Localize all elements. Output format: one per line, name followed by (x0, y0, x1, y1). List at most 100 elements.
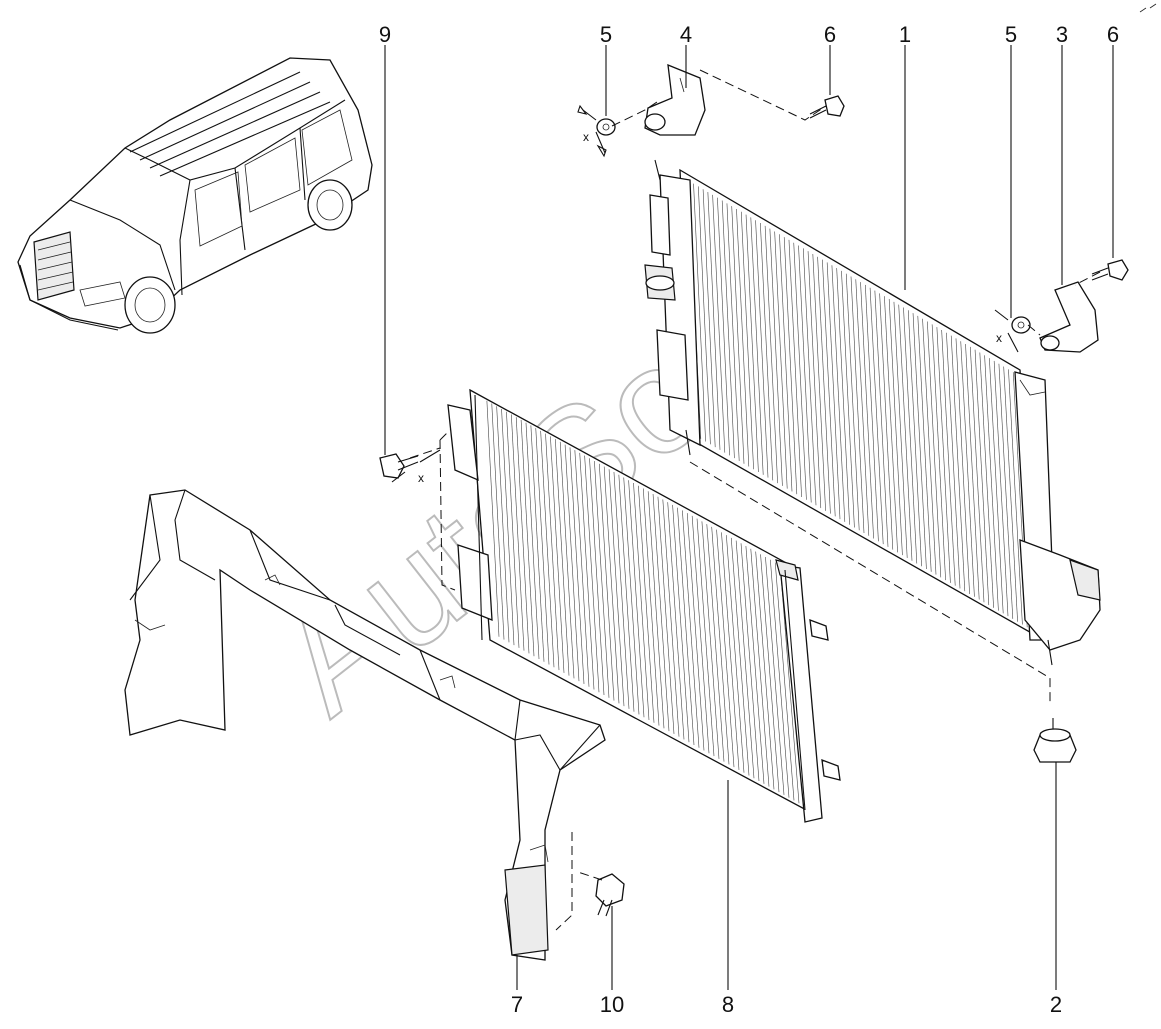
upper-bracket-right (1039, 281, 1099, 353)
fin-line (530, 425, 545, 662)
fin-line (760, 223, 774, 481)
fin-line (770, 559, 790, 798)
fin-line (652, 493, 670, 732)
fin-line (501, 408, 515, 646)
fin-line (826, 262, 841, 520)
fin-line (721, 200, 735, 459)
fin-line (717, 197, 730, 456)
fin-line (638, 485, 655, 723)
fin-line (845, 273, 860, 531)
fin-line (931, 324, 946, 581)
nut-left (596, 118, 616, 136)
fin-line (726, 535, 745, 773)
fin-line (774, 562, 795, 801)
fin-line (974, 349, 990, 606)
callout-3: 3 (1056, 22, 1068, 47)
fin-line (633, 482, 650, 721)
callout-labels: 9 5 4 6 1 5 3 6 7 10 8 2 (379, 22, 1119, 1017)
fin-line (677, 507, 695, 745)
fin-line (564, 444, 580, 682)
fin-line (740, 211, 754, 470)
fin-line (841, 270, 855, 528)
fin-line (989, 358, 1004, 614)
fin-line (608, 469, 625, 707)
fin-line (662, 499, 680, 737)
fin-line (798, 245, 812, 503)
fin-line (594, 461, 610, 698)
fin-line (993, 360, 1009, 617)
fin-line (812, 253, 826, 511)
fin-line (769, 228, 783, 486)
fin-line (618, 474, 635, 712)
fin-line (569, 447, 585, 684)
bolt-condenser (379, 453, 419, 479)
fin-line (965, 344, 980, 600)
fin-line (874, 290, 889, 547)
leader-lines (384, 45, 1114, 990)
fin-line (802, 248, 817, 506)
fin-line (735, 540, 755, 779)
fin-line (912, 313, 927, 570)
fin-line (589, 458, 605, 696)
fin-line (721, 532, 740, 770)
fin-line (579, 452, 595, 690)
condenser-fins (486, 400, 800, 804)
assembly-lines (409, 69, 1101, 931)
fin-line (535, 428, 550, 665)
measure-arrows-right: x (994, 309, 1019, 353)
fin-line (817, 256, 831, 514)
fin-line (716, 529, 735, 768)
fin-line (907, 310, 922, 567)
fin-line (672, 504, 690, 743)
fin-line (486, 400, 500, 637)
fin-line (764, 225, 778, 484)
radiator-fins (688, 180, 1028, 628)
fin-line (693, 183, 706, 442)
fin-line (731, 206, 745, 464)
nut-right (1011, 316, 1031, 334)
fin-line (941, 329, 956, 586)
fin-line (623, 477, 640, 715)
callout-5: 5 (1005, 22, 1017, 47)
fin-line (701, 521, 720, 759)
fin-line (745, 214, 759, 473)
fin-line (898, 304, 913, 561)
fin-line (598, 463, 615, 701)
callout-8: 8 (722, 992, 734, 1017)
measure-mark: x (583, 130, 589, 144)
fin-line (682, 510, 700, 748)
measure-arrows-left: x (577, 104, 607, 158)
fin-line (998, 363, 1014, 619)
air-deflector (124, 489, 606, 961)
callout-5: 5 (600, 22, 612, 47)
fin-line (506, 411, 520, 648)
fin-line (903, 307, 918, 564)
fin-line (950, 335, 966, 592)
fin-line (628, 480, 645, 718)
fin-line (860, 282, 874, 539)
fin-line (550, 436, 565, 673)
fin-line (1008, 369, 1023, 625)
fin-line (540, 430, 555, 668)
fin-line (603, 466, 620, 704)
fin-line (642, 488, 660, 726)
minivan-icon (17, 57, 373, 334)
fin-line (936, 327, 951, 583)
measure-arrows-bolt: x (391, 449, 441, 485)
corner-mark (1139, 3, 1157, 13)
fin-line (869, 287, 884, 545)
bolt-upper-left (809, 95, 845, 119)
fin-line (793, 242, 807, 500)
fin-line (730, 537, 750, 776)
fin-line (584, 455, 600, 693)
fin-line (917, 315, 932, 572)
fin-line (491, 403, 505, 640)
bolt-upper-right (1091, 259, 1129, 281)
fin-line (574, 450, 590, 687)
fin-line (702, 189, 716, 448)
fin-line (855, 279, 870, 536)
fin-line (884, 296, 898, 553)
callout-2: 2 (1050, 992, 1062, 1017)
